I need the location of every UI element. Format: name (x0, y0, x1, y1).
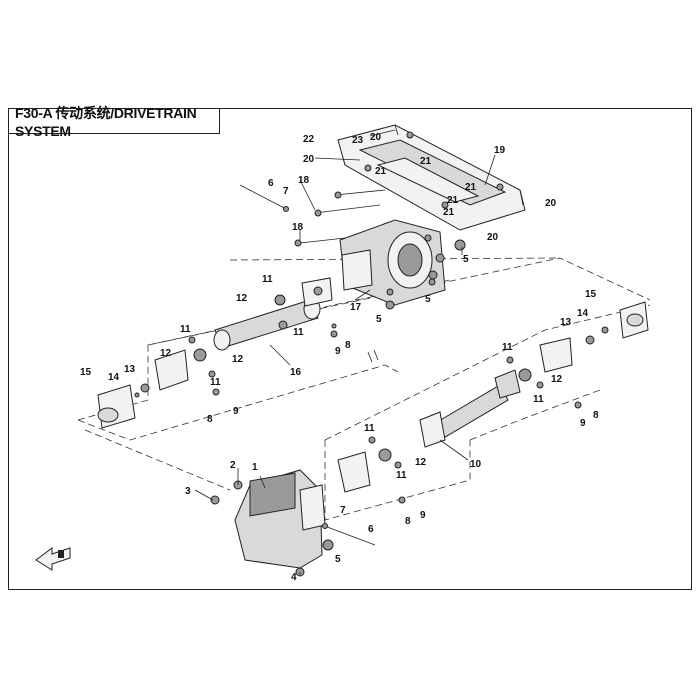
callout-12e: 12 (415, 457, 427, 468)
lower-pin (321, 523, 376, 546)
callout-8d: 8 (405, 516, 411, 527)
shaft-break-mark (367, 349, 379, 363)
callout-9c: 9 (580, 418, 586, 429)
callout-5c: 5 (376, 314, 382, 325)
callout-17: 17 (350, 302, 362, 313)
callout-18b: 18 (292, 222, 304, 233)
callout-12d: 12 (551, 374, 563, 385)
rear-differential-housing (210, 469, 334, 577)
callout-13a: 13 (124, 364, 136, 375)
callout-11g: 11 (364, 423, 375, 434)
callout-4: 4 (291, 572, 297, 583)
leader-lines (194, 129, 496, 575)
callout-20d: 20 (487, 232, 499, 243)
callout-22: 22 (303, 134, 315, 145)
callout-14b: 14 (577, 308, 589, 319)
callout-5a: 5 (463, 254, 469, 265)
callout-11a: 11 (262, 274, 273, 285)
callout-6a: 6 (268, 178, 274, 189)
callout-21d: 21 (447, 195, 459, 206)
rear-propeller-shaft (419, 301, 649, 448)
callout-8c: 8 (593, 410, 599, 421)
callout-11d: 11 (210, 377, 221, 388)
long-bolts (294, 189, 386, 247)
callout-3: 3 (185, 486, 191, 497)
callouts: 1 2 3 4 5 5 5 5 6 6 7 7 8 8 8 8 9 9 9 9 … (80, 132, 599, 583)
callout-20b: 20 (303, 154, 315, 165)
callout-11c: 11 (180, 324, 191, 335)
callout-21c: 21 (465, 182, 477, 193)
callout-10: 10 (470, 459, 482, 470)
diagram-frame (8, 108, 692, 590)
callout-15a: 15 (80, 367, 92, 378)
callout-12b: 12 (160, 348, 172, 359)
callout-11e: 11 (502, 342, 513, 353)
callout-5b: 5 (425, 294, 431, 305)
callout-2: 2 (230, 460, 236, 471)
callout-5d: 5 (335, 554, 341, 565)
callout-11h: 11 (396, 470, 407, 481)
callout-9b: 9 (233, 406, 239, 417)
front-differential-housing (339, 219, 466, 310)
callout-16: 16 (290, 367, 302, 378)
callout-12a: 12 (236, 293, 248, 304)
callout-18a: 18 (298, 175, 310, 186)
callout-8a: 8 (345, 340, 351, 351)
callout-20a: 20 (370, 132, 382, 143)
callout-14a: 14 (108, 372, 120, 383)
mounting-bracket (337, 124, 526, 231)
callout-23: 23 (352, 135, 364, 146)
callout-13b: 13 (560, 317, 572, 328)
front-direction-arrow-icon (35, 547, 71, 571)
callout-1: 1 (252, 462, 258, 473)
callout-20c: 20 (545, 198, 557, 209)
callout-11f: 11 (533, 394, 544, 405)
callout-12c: 12 (232, 354, 244, 365)
callout-9d: 9 (420, 510, 426, 521)
callout-15b: 15 (585, 289, 597, 300)
callout-21b: 21 (375, 166, 387, 177)
callout-7a: 7 (283, 186, 289, 197)
callout-21e: 21 (443, 207, 455, 218)
rear-shaft-boundary (84, 304, 651, 521)
callout-21a: 21 (420, 156, 432, 167)
callout-19: 19 (494, 145, 506, 156)
upper-pin (239, 184, 289, 212)
page-title: F30-A 传动系统/DRIVETRAIN SYSTEM (8, 105, 220, 139)
front-propeller-shaft (188, 277, 338, 378)
callout-9a: 9 (335, 346, 341, 357)
callout-6b: 6 (368, 524, 374, 535)
rear-joint-assembly (337, 436, 406, 504)
callout-7b: 7 (340, 505, 346, 516)
callout-8b: 8 (207, 414, 213, 425)
left-output-flange (97, 349, 220, 429)
callout-11b: 11 (293, 327, 304, 338)
